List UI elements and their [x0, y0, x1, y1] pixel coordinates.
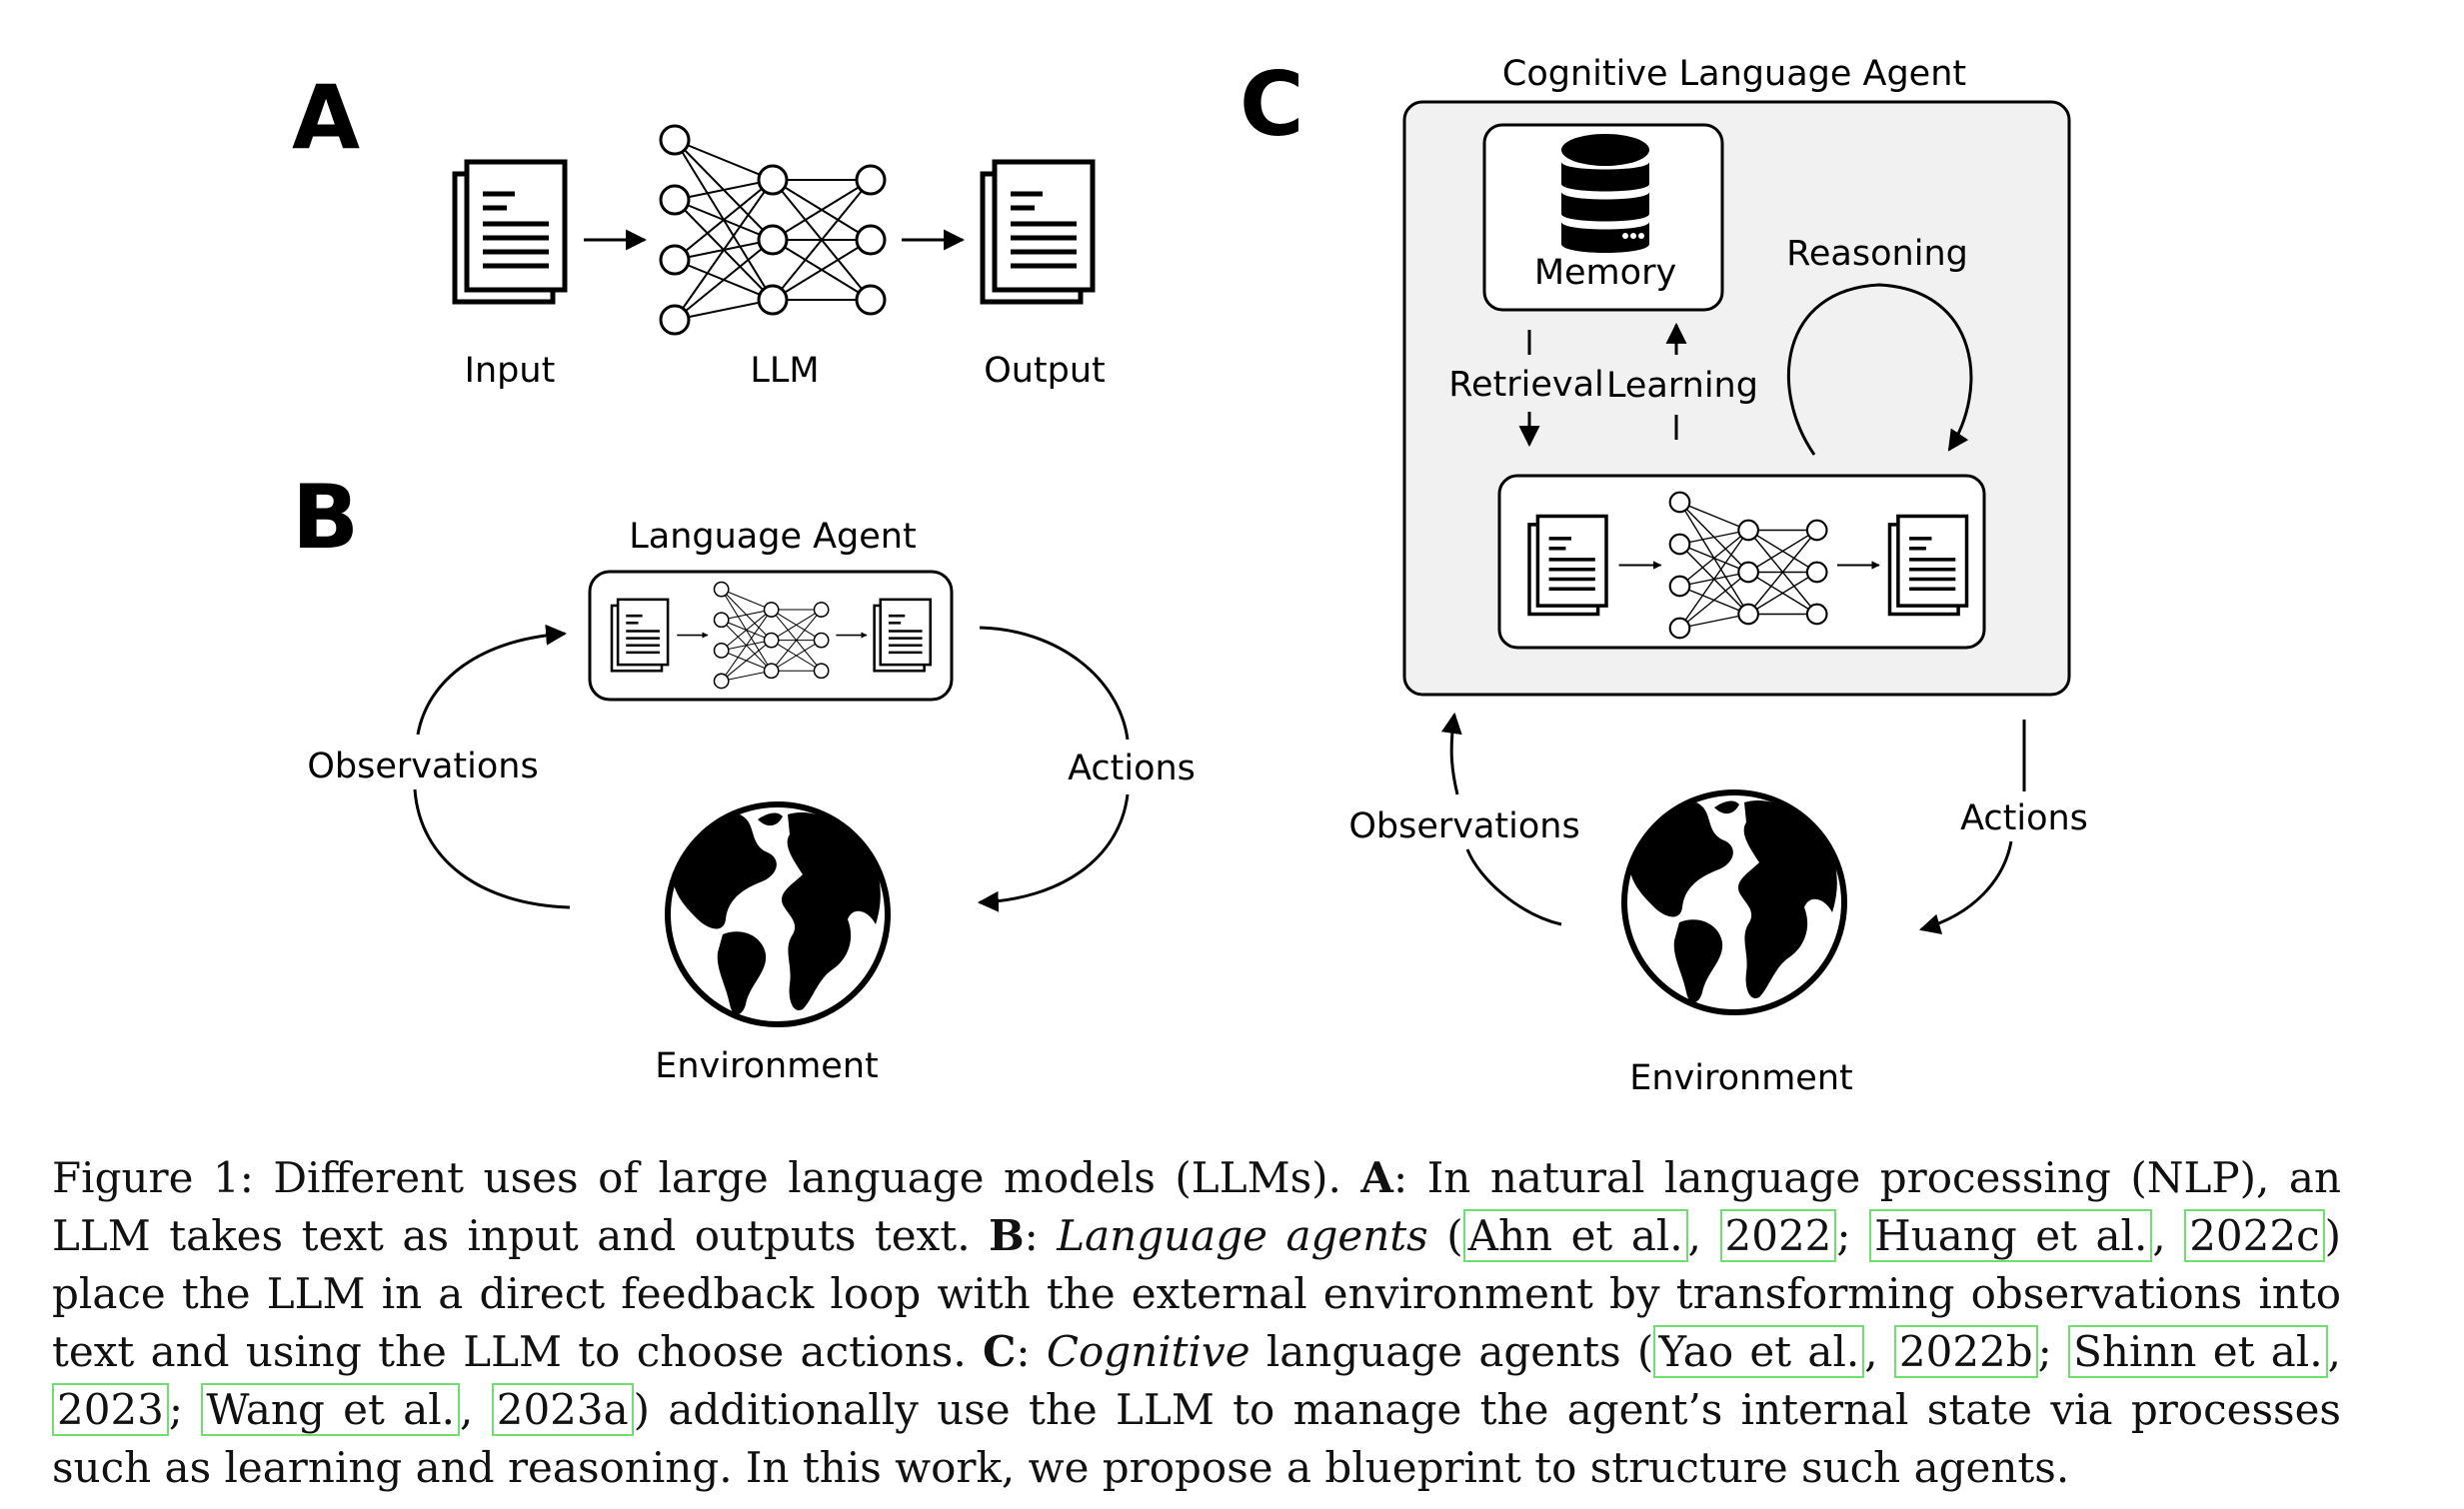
actions-arrow-upper [979, 626, 1130, 741]
reasoning-loop-arrow [1786, 283, 1973, 456]
memory-label: Memory [1534, 253, 1676, 293]
output-document-icon [983, 162, 1093, 302]
environment-globe-icon [668, 804, 888, 1024]
c-environment-label: Environment [1629, 1058, 1852, 1098]
observations-arrow-upper [416, 624, 568, 736]
c-actions-arrow-lower [1918, 840, 2013, 934]
citation-link[interactable]: Shinn et al. [2068, 1325, 2328, 1378]
caption-open-b: ( [1427, 1211, 1463, 1260]
c-actions-label: Actions [1960, 798, 2088, 838]
llm-network-icon [659, 124, 887, 336]
citation-link[interactable]: Huang et al. [1869, 1209, 2153, 1262]
cognitive-llm-box [1497, 474, 1986, 650]
caption-marker-c: C [982, 1327, 1017, 1376]
c-environment-globe-icon [1624, 792, 1844, 1012]
figure-caption: Figure 1: Different uses of large langua… [52, 1149, 2341, 1497]
output-label: Output [984, 351, 1106, 391]
figure-svg: A Input LLM Output B Language Agent Obse… [292, 53, 2088, 1098]
panel-b: B Language Agent Observations Actions En… [292, 466, 1196, 1086]
caption-separator: ; [2037, 1327, 2069, 1376]
caption-separator: ; [168, 1385, 202, 1434]
citation-link[interactable]: Ahn et al. [1462, 1209, 1688, 1262]
panel-c: C Cognitive Language Agent Memory Reason… [1239, 53, 2088, 1098]
panel-letter-a: A [292, 66, 360, 169]
llm-label: LLM [750, 351, 819, 391]
caption-colon-c: : [1016, 1327, 1047, 1376]
caption-open-c: language agents ( [1249, 1327, 1654, 1376]
caption-text-c: ) additionally use the LLM to manage the… [52, 1385, 2341, 1492]
language-agent-title: Language Agent [629, 517, 916, 557]
input-label: Input [465, 351, 556, 391]
input-document-icon [455, 162, 565, 302]
citation-link[interactable]: 2022 [1719, 1209, 1837, 1262]
actions-arrow-lower [977, 793, 1130, 912]
actions-label: Actions [1068, 749, 1196, 788]
citation-link[interactable]: Yao et al. [1653, 1325, 1865, 1378]
caption-separator: , [460, 1385, 492, 1434]
caption-term-cognitive: Cognitive [1046, 1327, 1250, 1376]
c-observations-label: Observations [1348, 806, 1579, 846]
observations-label: Observations [307, 747, 538, 786]
citation-link[interactable]: Wang et al. [201, 1383, 461, 1436]
caption-term-language-agents: Language agents [1057, 1211, 1428, 1260]
caption-separator: , [2327, 1327, 2341, 1376]
retrieval-label: Retrieval [1448, 365, 1604, 405]
cognitive-agent-title: Cognitive Language Agent [1502, 54, 1966, 94]
caption-prefix: Figure 1: Different uses of large langua… [52, 1153, 1361, 1202]
caption-marker-b: B [989, 1211, 1025, 1260]
learning-label: Learning [1606, 366, 1758, 406]
observations-arrow-lower [413, 788, 571, 909]
caption-separator: , [1687, 1211, 1720, 1260]
caption-separator: , [2152, 1211, 2185, 1260]
environment-label: Environment [655, 1046, 878, 1086]
citation-link[interactable]: 2023a [491, 1383, 634, 1436]
panel-letter-c: C [1239, 53, 1304, 156]
caption-colon-b: : [1024, 1211, 1058, 1260]
panel-a: A Input LLM Output [292, 66, 1106, 391]
c-observations-arrow-upper [1440, 712, 1462, 795]
citation-link[interactable]: 2022c [2184, 1209, 2325, 1262]
caption-text-a: : In natural language processing (NLP), … [52, 1153, 2342, 1260]
caption-separator: ; [1836, 1211, 1870, 1260]
caption-marker-a: A [1360, 1153, 1394, 1202]
caption-separator: , [1864, 1327, 1894, 1376]
citation-link[interactable]: 2023 [52, 1383, 169, 1436]
c-observations-arrow-lower [1465, 848, 1562, 926]
reasoning-label: Reasoning [1786, 234, 1968, 274]
panel-letter-b: B [292, 466, 359, 569]
citation-link[interactable]: 2022b [1893, 1325, 2038, 1378]
figure-1: A Input LLM Output B Language Agent Obse… [292, 53, 2088, 1098]
caption-text-b: ) place the LLM in a direct feedback loo… [52, 1211, 2341, 1376]
